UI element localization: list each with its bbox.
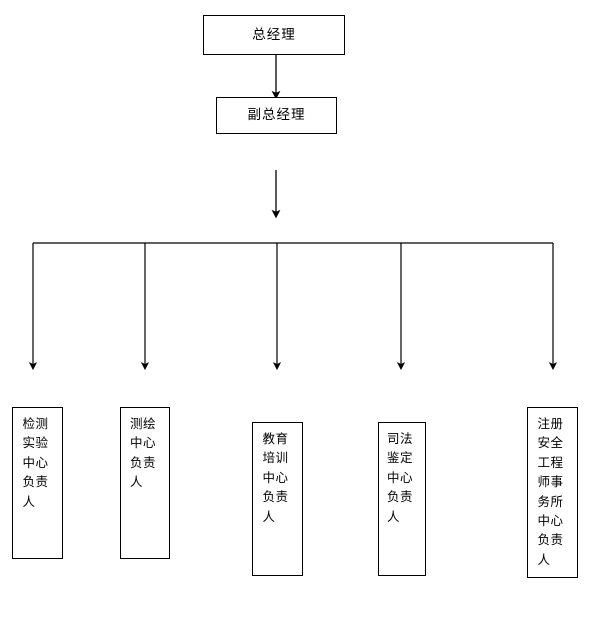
- node-registered-safety-engineer-office-head-label: 注册安全工程师事务所中心负责人: [537, 416, 564, 567]
- node-surveying-center-head[interactable]: 测绘中心负责人: [120, 407, 170, 559]
- node-testing-lab-center-head[interactable]: 检测实验中心负责人: [12, 407, 63, 559]
- node-judicial-appraisal-center-head[interactable]: 司法鉴定中心负责人: [378, 422, 426, 576]
- node-deputy-general-manager[interactable]: 副总经理: [216, 97, 337, 134]
- node-education-training-center-head-label: 教育培训中心负责人: [262, 431, 289, 524]
- node-general-manager[interactable]: 总经理: [203, 15, 345, 55]
- node-education-training-center-head[interactable]: 教育培训中心负责人: [252, 422, 303, 576]
- node-registered-safety-engineer-office-head[interactable]: 注册安全工程师事务所中心负责人: [527, 407, 578, 578]
- node-judicial-appraisal-center-head-label: 司法鉴定中心负责人: [387, 431, 414, 524]
- node-testing-lab-center-head-label: 检测实验中心负责人: [22, 416, 49, 509]
- node-surveying-center-head-label: 测绘中心负责人: [130, 416, 157, 490]
- node-deputy-general-manager-label: 副总经理: [247, 107, 306, 124]
- node-general-manager-label: 总经理: [252, 26, 296, 43]
